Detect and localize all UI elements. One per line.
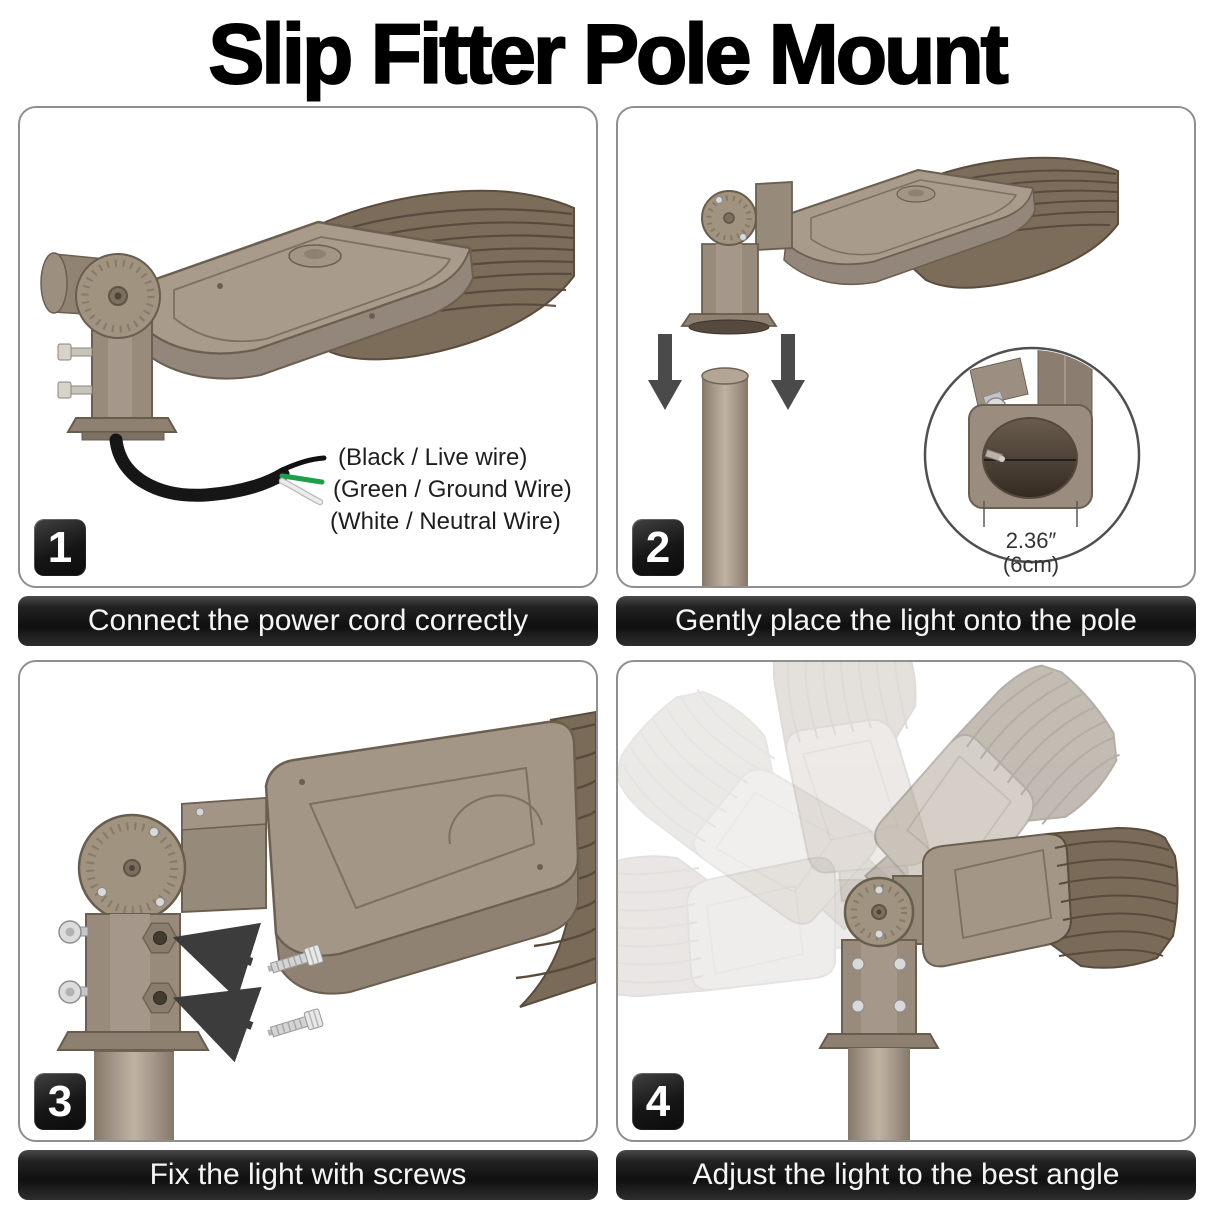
step-1-caption: Connect the power cord correctly [18, 596, 598, 647]
power-cord [109, 433, 327, 506]
green-wire-label: (Green / Ground Wire) [333, 476, 572, 503]
down-arrow-icon [648, 334, 682, 411]
step-3-section: 3 Fix the light with screws [18, 660, 598, 1201]
pole [94, 1050, 174, 1141]
page-title: Slip Fitter Pole Mount [207, 7, 1009, 101]
fitter-bore [982, 417, 1078, 500]
pole [848, 1048, 910, 1141]
step-2-section: 2.36″ (6cm) 2 Gently place the light ont… [616, 106, 1196, 647]
white-wire [280, 479, 322, 505]
step-3-illustration [56, 711, 596, 1141]
fitter-size-inches: 2.36″ [1006, 528, 1057, 553]
light-fixture-illustration [40, 189, 575, 441]
slip-fitter-arm [40, 252, 178, 441]
slip-fitter-arm [818, 876, 940, 1050]
down-arrow-icon [771, 334, 805, 411]
fitter-size-cm: (6cm) [1003, 552, 1059, 577]
step-4-badge: 4 [632, 1073, 684, 1131]
fixing-bolt [893, 999, 907, 1013]
steps-grid: (Black / Live wire) (Green / Ground Wire… [18, 106, 1196, 1201]
black-wire-label: (Black / Live wire) [338, 444, 527, 471]
step-1-illustration: (Black / Live wire) (Green / Ground Wire… [40, 189, 575, 535]
angle-dial [77, 813, 187, 923]
step-1-section: (Black / Live wire) (Green / Ground Wire… [18, 106, 598, 647]
wire-labels: (Black / Live wire) (Green / Ground Wire… [330, 444, 572, 535]
step-4-illustration [618, 662, 1179, 1141]
light-fixture-illustration [56, 711, 596, 1141]
arm-bolts [57, 343, 93, 399]
slip-fitter-column [56, 913, 210, 1052]
fitter-opening [688, 319, 770, 335]
fitter-size-inset: 2.36″ (6cm) [923, 346, 1141, 577]
step-2-badge: 2 [632, 519, 684, 577]
black-wire [279, 455, 327, 473]
screw-insertion [172, 923, 324, 1063]
pole [701, 367, 749, 587]
white-wire-label: (White / Neutral Wire) [330, 508, 561, 535]
screw-hole [153, 931, 167, 946]
fixing-bolt [893, 957, 907, 971]
angle-dial [843, 876, 915, 948]
screw [267, 944, 324, 974]
slip-fitter-arm [680, 181, 793, 335]
step-3-panel: 3 [18, 660, 598, 1143]
dimension-lines [983, 501, 1078, 528]
step-4-caption: Adjust the light to the best angle [616, 1150, 1196, 1201]
step-3-caption: Fix the light with screws [18, 1150, 598, 1201]
light-fixture-illustration [680, 156, 1119, 335]
screw-hole [153, 991, 167, 1006]
step-2-panel: 2.36″ (6cm) 2 [616, 106, 1196, 589]
step-3-badge: 3 [34, 1073, 86, 1131]
light-fixture-illustration [892, 827, 1179, 969]
fixing-bolt [851, 957, 865, 971]
step-2-caption: Gently place the light onto the pole [616, 596, 1196, 647]
step-4-panel: 4 [616, 660, 1196, 1143]
screw [267, 1008, 324, 1038]
step-1-badge: 1 [34, 519, 86, 577]
step-1-panel: (Black / Live wire) (Green / Ground Wire… [18, 106, 598, 589]
step-4-section: 4 Adjust the light to the best angle [616, 660, 1196, 1201]
fixing-bolt [851, 999, 865, 1013]
step-2-illustration: 2.36″ (6cm) [648, 156, 1141, 587]
green-wire [279, 473, 325, 485]
